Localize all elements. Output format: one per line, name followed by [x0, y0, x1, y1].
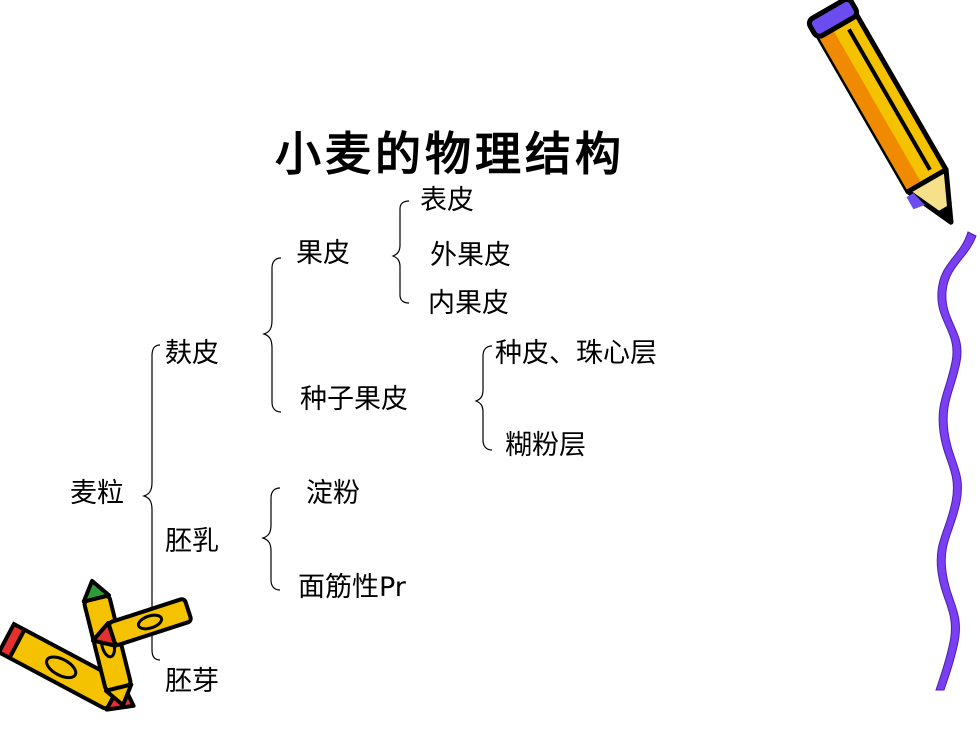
node-germ: 胚芽 [165, 666, 219, 697]
node-testa-nucellus: 种皮、珠心层 [495, 338, 657, 369]
node-outer-pericarp: 外果皮 [430, 240, 511, 271]
node-root: 麦粒 [70, 478, 124, 509]
node-seed-coat: 种子果皮 [300, 384, 408, 415]
node-epidermis: 表皮 [420, 185, 474, 216]
node-gluten-text: 面筋性 [298, 572, 379, 603]
brace-endosperm [261, 487, 281, 591]
brace-bran [262, 257, 282, 413]
node-gluten-pr: Pr [379, 572, 406, 603]
node-bran: 麸皮 [165, 338, 219, 369]
node-gluten: 面筋性Pr [298, 574, 406, 601]
node-endosperm: 胚乳 [165, 526, 219, 557]
brace-seed-coat [474, 345, 493, 451]
brace-root [142, 344, 161, 661]
node-pericarp: 果皮 [296, 238, 350, 269]
node-inner-pericarp: 内果皮 [428, 288, 509, 319]
page-title: 小麦的物理结构 [275, 127, 625, 181]
node-aleurone: 糊粉层 [505, 430, 586, 461]
brace-pericarp [391, 200, 410, 304]
node-starch: 淀粉 [306, 478, 360, 509]
